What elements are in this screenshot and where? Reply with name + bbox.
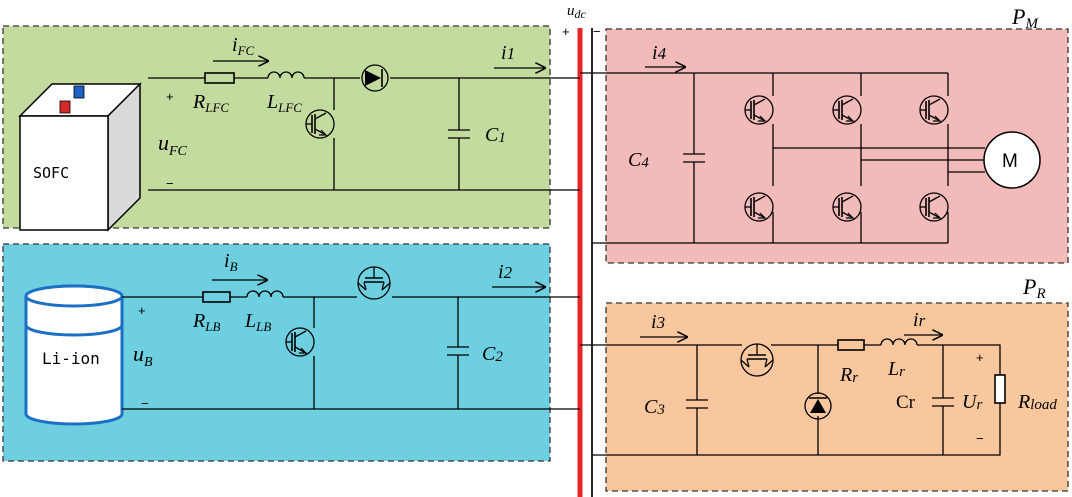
load-freewheel-diode-icon [804,392,832,420]
fc-minus-sign: − [166,176,174,191]
motor-capacitor [683,73,705,243]
load-inductor-label: Lr [887,358,905,380]
fc-capacitor [448,78,470,190]
load-resistor-label: Rr [839,364,858,386]
load-input-capacitor [686,345,708,455]
battery-current-label: iB [224,250,238,274]
load-resistor [837,339,865,351]
fc-capacitor-label: C1 [485,124,506,146]
load-rload-label: Rload [1017,391,1057,413]
motor-current-label: i4 [652,42,667,64]
battery-resistor [202,291,231,303]
load-output-current-label: ir [913,309,926,331]
li-ion-label: Li-ion [42,349,100,368]
fc-resistor [204,72,235,84]
motor-icon [983,131,1041,189]
fc-plus-sign: + [166,89,174,104]
inverter-bridge [772,73,985,243]
sofc-terminal-red-icon [59,100,71,114]
battery-capacitor [447,297,469,409]
battery-capacitor-label: C2 [482,343,503,365]
load-input-capacitor-label: C3 [644,396,665,418]
sofc-terminal-blue-icon [73,85,85,99]
battery-inductor-label: LLB [244,310,271,334]
battery-voltage-label: uB [133,341,153,370]
battery-minus-sign: − [141,396,149,411]
fc-diode-icon [361,64,389,92]
load-current-label: i3 [651,311,665,333]
fc-resistor-label: RLFC [192,91,229,115]
li-ion-battery-cylinder [24,284,124,426]
load-minus-sign: − [976,431,984,446]
sofc-label: SOFC [33,164,69,182]
dc-bus-voltage-label: udc [567,3,587,21]
motor-label: M [1002,151,1018,172]
load-plus-sign: + [976,350,984,365]
load-filter-capacitor [932,345,954,455]
battery-inductor [246,290,284,298]
motor-dc-links [580,72,948,244]
motor-capacitor-label: C4 [628,149,649,171]
fc-voltage-label: uFC [158,130,188,159]
load-filter-capacitor-label: Cr [896,392,916,413]
load-voltage-label: Ur [962,391,982,413]
sofc-box [18,82,142,232]
battery-resistor-label: RLB [192,310,220,334]
fc-inductor [267,71,305,79]
dc-bus-minus-sign: − [593,24,601,39]
fc-output-current-label: i1 [501,42,515,64]
dc-bus-plus-sign: + [562,24,570,39]
load-resistor-rload [994,374,1006,404]
motor-power-label: PM [1011,4,1039,32]
battery-plus-sign: + [138,303,146,318]
fc-current-label: iFC [232,34,255,58]
fc-inductor-label: LLFC [266,91,302,115]
battery-output-current-label: i2 [498,261,513,283]
load-inductor [880,338,918,346]
load-dc-links [580,344,1001,456]
load-power-label: PR [1022,274,1046,302]
